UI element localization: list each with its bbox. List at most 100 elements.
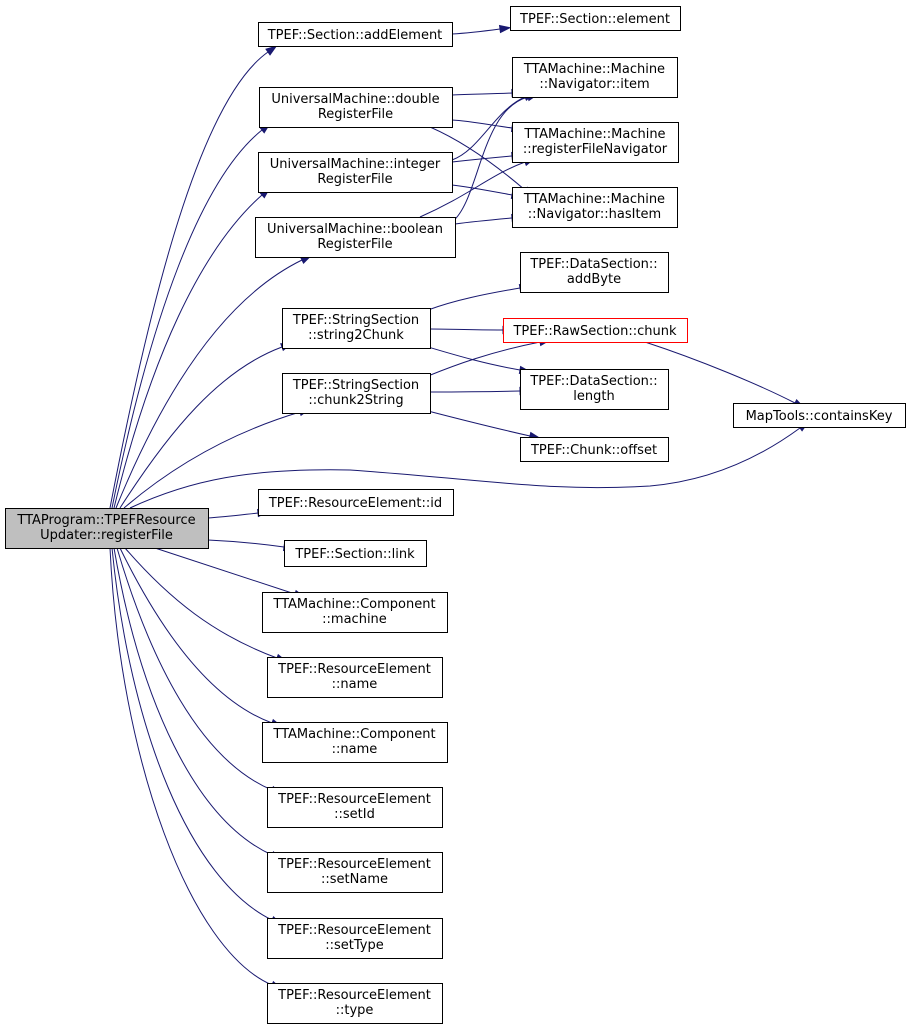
node-box [258,489,454,516]
node-re-setName[interactable]: TPEF::ResourceElement::setName [267,852,443,893]
node-re-setType[interactable]: TPEF::ResourceElement::setType [267,918,443,959]
node-label: RegisterFile [317,172,392,187]
node-box [512,187,678,228]
node-label: TPEF::Section::addElement [267,28,443,43]
node-label: length [573,389,614,404]
edge-root-to-sec_link [207,539,296,552]
edge-ss_chunk2String-to-chunk_offset [427,410,542,440]
node-box [267,852,443,893]
node-label: MapTools::containsKey [746,409,893,424]
node-box [512,122,679,163]
edge-root-to-maptools [129,421,810,509]
node-label: ::registerFileNavigator [523,142,668,157]
node-label: TPEF::ResourceElement [277,923,431,938]
node-label: UniversalMachine::double [271,92,439,107]
node-chunk-offset[interactable]: TPEF::Chunk::offset [520,437,669,462]
node-box [520,437,669,462]
node-label: TPEF::ResourceElement [277,857,431,872]
node-maptools[interactable]: MapTools::containsKey [733,403,906,428]
node-label: TPEF::ResourceElement [277,988,431,1003]
node-sec-link[interactable]: TPEF::Section::link [284,540,427,567]
edge-root-to-re_setType [111,547,283,926]
edge-um_boolean-to-nav_hasItem [454,213,524,225]
node-box [267,787,443,828]
node-label: ::name [332,677,378,692]
node-raw-chunk[interactable]: TPEF::RawSection::chunk [503,318,688,343]
node-label: TPEF::DataSection:: [529,374,657,389]
node-box [5,508,209,549]
node-label: TPEF::RawSection::chunk [512,324,676,339]
node-box [258,22,453,47]
node-label: TPEF::Chunk::offset [530,443,657,458]
node-ss-string2Chunk[interactable]: TPEF::StringSection::string2Chunk [282,308,431,349]
node-re-type[interactable]: TPEF::ResourceElement::type [267,983,443,1024]
node-label: UniversalMachine::boolean [267,222,443,237]
node-re-id[interactable]: TPEF::ResourceElement::id [258,489,454,516]
node-re-setId[interactable]: TPEF::ResourceElement::setId [267,787,443,828]
node-comp-machine[interactable]: TTAMachine::Component::machine [262,592,448,633]
node-label: TPEF::Section::link [294,547,415,562]
node-box [510,6,681,31]
node-label: ::setType [325,938,384,953]
node-box [512,57,678,98]
node-label: TPEF::ResourceElement [277,662,431,677]
node-label: addByte [567,272,621,287]
node-ss-chunk2String[interactable]: TPEF::StringSection::chunk2String [282,373,431,414]
call-nodes: TTAProgram::TPEFResourceUpdater::registe… [5,6,906,1024]
node-label: TTAMachine::Component [272,727,435,742]
edge-um_integer-to-nav_hasItem [451,184,524,200]
node-label: ::Navigator::item [539,77,649,92]
node-box [258,152,453,193]
node-label: TPEF::Section::element [519,12,670,27]
edge-ss_string2Chunk-to-ds_addByte [427,283,532,311]
node-ds-length[interactable]: TPEF::DataSection::length [520,369,669,410]
node-comp-name[interactable]: TTAMachine::Component::name [262,722,448,763]
node-box [520,252,669,293]
node-box [733,403,906,428]
node-box [503,318,688,343]
node-nav-hasItem[interactable]: TTAMachine::Machine::Navigator::hasItem [512,187,678,228]
call-edges [109,24,810,990]
edge-root-to-comp_name [119,547,283,728]
node-box [520,369,669,410]
node-label: ::type [336,1003,374,1018]
node-label: TPEF::StringSection [292,313,419,328]
node-root[interactable]: TTAProgram::TPEFResourceUpdater::registe… [5,508,209,549]
node-box [282,373,431,414]
node-label: TPEF::StringSection [292,378,419,393]
node-box [267,657,443,698]
node-label: RegisterFile [317,237,392,252]
node-label: RegisterFile [318,107,393,122]
node-machine-rfnav[interactable]: TTAMachine::Machine::registerFileNavigat… [512,122,679,163]
node-nav-item[interactable]: TTAMachine::Machine::Navigator::item [512,57,678,98]
node-sec-element[interactable]: TPEF::Section::element [510,6,681,31]
node-label: TPEF::DataSection:: [529,257,657,272]
node-label: TTAProgram::TPEFResource [16,513,195,528]
node-box [262,592,448,633]
node-box [255,217,456,258]
node-label: TPEF::ResourceElement [277,792,431,807]
edge-root-to-um_double [111,122,271,509]
node-box [262,722,448,763]
node-label: ::chunk2String [308,393,403,408]
node-label: ::Navigator::hasItem [528,207,661,222]
node-label: TTAMachine::Machine [523,192,665,207]
node-label: TTAMachine::Component [272,597,435,612]
edge-root-to-ss_string2Chunk [119,342,293,509]
edge-um_double-to-machine_rfnav [451,119,524,133]
node-box [267,918,443,959]
edge-root-to-comp_machine [154,547,306,598]
node-label: ::machine [322,612,387,627]
node-label: UniversalMachine::integer [270,157,441,172]
node-box [267,983,443,1024]
node-sec-addElement[interactable]: TPEF::Section::addElement [258,22,453,47]
node-re-name[interactable]: TPEF::ResourceElement::name [267,657,443,698]
node-box [284,540,427,567]
edge-um_double-to-nav_item [451,88,524,98]
node-label: ::name [332,742,378,757]
node-ds-addByte[interactable]: TPEF::DataSection::addByte [520,252,669,293]
node-box [282,308,431,349]
